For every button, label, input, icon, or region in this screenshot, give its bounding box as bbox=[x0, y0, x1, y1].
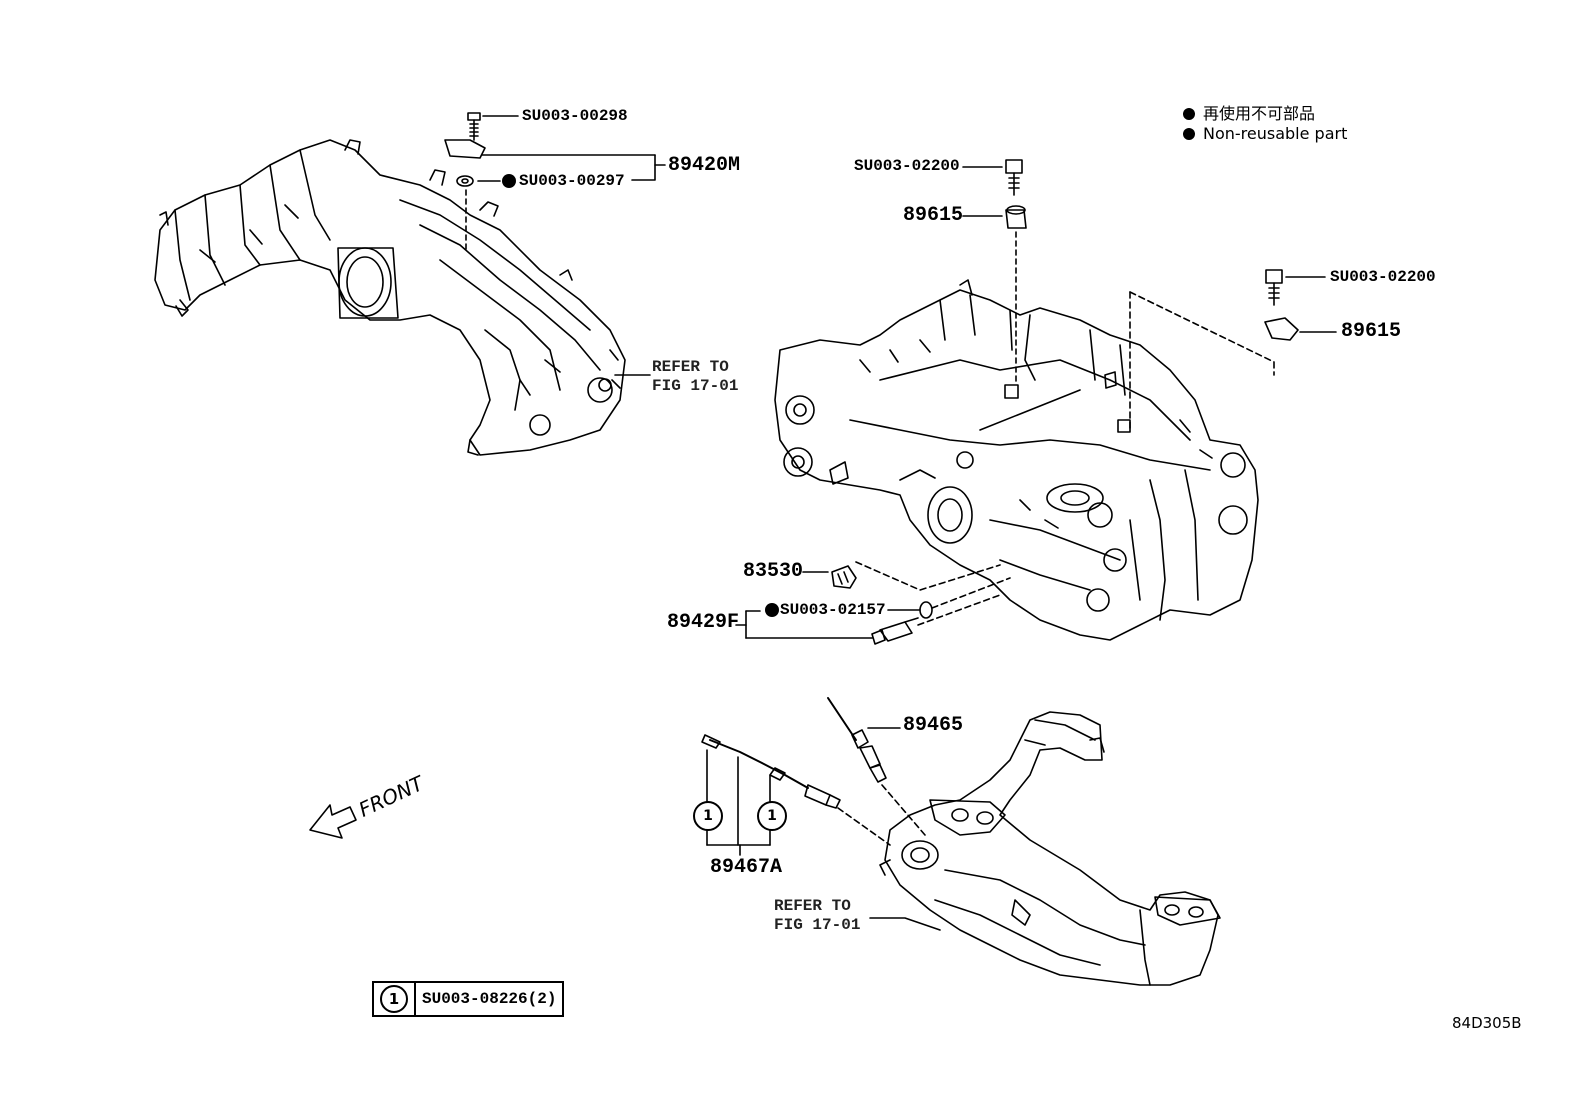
intake-manifold-drawing bbox=[154, 139, 626, 456]
legend-en-text: Non-reusable part bbox=[1203, 124, 1348, 143]
kit-legend-box: 1 SU003-08226(2) bbox=[372, 981, 565, 1017]
label-su003-00298: SU003-00298 bbox=[522, 107, 628, 125]
refer-intake-line1: REFER TO bbox=[652, 358, 729, 376]
circle-marker-1b: 1 bbox=[757, 801, 787, 831]
label-89467a: 89467A bbox=[710, 856, 783, 879]
kit-number-cell: 1 bbox=[374, 983, 416, 1015]
refer-intake-line2: FIG 17-01 bbox=[652, 377, 739, 395]
label-su003-02200-top: SU003-02200 bbox=[854, 157, 960, 175]
label-83530: 83530 bbox=[743, 560, 804, 583]
legend-jp: 再使用不可部品 bbox=[1183, 100, 1315, 124]
refer-exhaust-line1: REFER TO bbox=[774, 897, 851, 915]
legend-jp-text: 再使用不可部品 bbox=[1203, 104, 1316, 123]
bullet-icon bbox=[1183, 108, 1195, 120]
label-89465: 89465 bbox=[903, 714, 964, 737]
non-reusable-markers bbox=[502, 174, 779, 617]
label-su003-02157: SU003-02157 bbox=[780, 601, 886, 619]
circle-marker-1a: 1 bbox=[693, 801, 723, 831]
engine-top-sensor-parts bbox=[962, 159, 1027, 386]
exhaust-manifold-drawing bbox=[879, 711, 1221, 986]
kit-number: 1 bbox=[380, 985, 408, 1013]
label-89615-top: 89615 bbox=[903, 204, 964, 227]
bullet-icon bbox=[1183, 128, 1195, 140]
kit-part-number: SU003-08226(2) bbox=[422, 990, 557, 1008]
label-su003-02200-right: SU003-02200 bbox=[1330, 268, 1436, 286]
refer-exhaust-line2: FIG 17-01 bbox=[774, 916, 861, 934]
label-89615-right: 89615 bbox=[1341, 320, 1402, 343]
label-89420m: 89420M bbox=[668, 154, 741, 177]
diagram-code: 84D305B bbox=[1452, 1014, 1522, 1032]
right-sensor-parts bbox=[1129, 269, 1337, 431]
label-su003-00297: SU003-00297 bbox=[519, 172, 625, 190]
label-89429f: 89429F bbox=[667, 611, 740, 634]
intake-sensor-parts bbox=[444, 112, 666, 376]
front-arrow bbox=[309, 804, 357, 839]
engine-block-drawing bbox=[774, 279, 1259, 641]
legend-en: Non-reusable part bbox=[1183, 124, 1347, 143]
lower-sensor-parts bbox=[735, 561, 1011, 645]
circle-marker-1b-text: 1 bbox=[767, 808, 777, 824]
circle-marker-1a-text: 1 bbox=[703, 808, 713, 824]
